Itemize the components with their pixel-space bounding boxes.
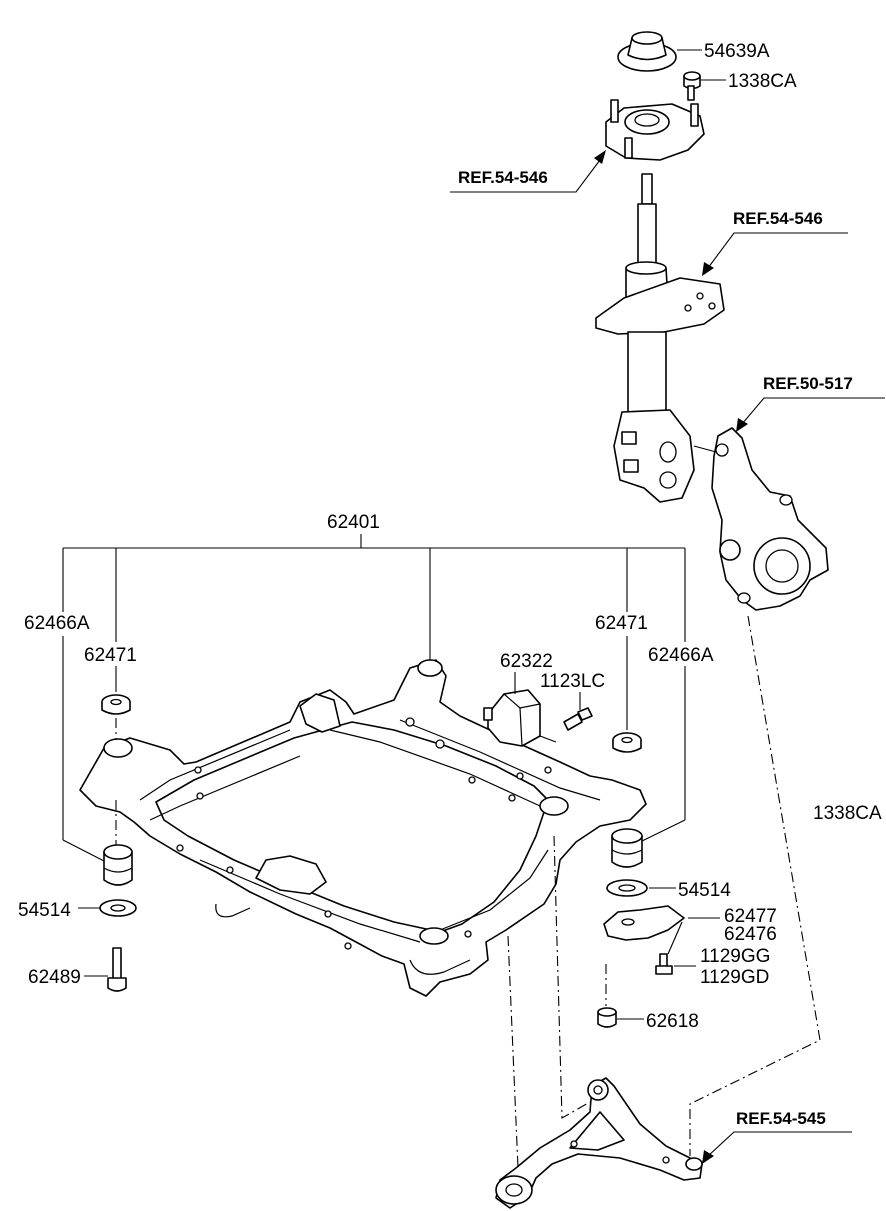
- label-1129GD: 1129GD: [700, 967, 769, 988]
- label-62471-left: 62471: [84, 645, 137, 666]
- nut-62618: [597, 1007, 617, 1028]
- bracket-62322: [483, 689, 557, 747]
- label-62489: 62489: [28, 967, 81, 988]
- washer-62471-left: [101, 694, 131, 715]
- bolt-62489: [107, 947, 127, 992]
- steering-knuckle: [711, 427, 829, 611]
- bushing-62466A-left: [103, 844, 133, 886]
- label-1338CA-top: 1338CA: [728, 71, 797, 92]
- washer-54514-left: [99, 899, 137, 917]
- ref-50-517: REF.50-517: [763, 374, 853, 393]
- front-crossmember: [79, 659, 647, 997]
- bolt-1129GG: [655, 953, 673, 975]
- label-1338CA-right: 1338CA: [813, 803, 882, 824]
- label-62476: 62476: [724, 924, 777, 945]
- strut-insulator-cap: [617, 31, 677, 72]
- label-1123LC: 1123LC: [540, 671, 605, 692]
- lower-control-arm: [495, 1077, 703, 1209]
- label-54514-left: 54514: [18, 900, 71, 921]
- bushing-62466A-right: [611, 828, 643, 868]
- label-62466A-right: 62466A: [648, 645, 714, 666]
- washer-54514-right: [606, 879, 648, 897]
- ref-54-545: REF.54-545: [736, 1109, 826, 1128]
- strut-assembly: [595, 173, 725, 503]
- ref-54-546-upper: REF.54-546: [458, 168, 548, 187]
- label-1129GG: 1129GG: [700, 946, 770, 967]
- bolt-1123LC: [563, 707, 593, 731]
- label-62466A-left: 62466A: [24, 613, 90, 634]
- label-62618: 62618: [646, 1011, 699, 1032]
- ref-54-546-strut: REF.54-546: [733, 209, 823, 228]
- label-54639A: 54639A: [704, 41, 770, 62]
- strut-upper-mount: [605, 85, 705, 161]
- bracket-62477-62476: [603, 905, 685, 941]
- label-62471-right: 62471: [595, 613, 648, 634]
- label-62477: 62477: [724, 906, 777, 927]
- washer-62471-right: [612, 732, 642, 753]
- label-62401: 62401: [327, 512, 380, 533]
- label-54514-right: 54514: [678, 880, 731, 901]
- label-62322: 62322: [500, 651, 553, 672]
